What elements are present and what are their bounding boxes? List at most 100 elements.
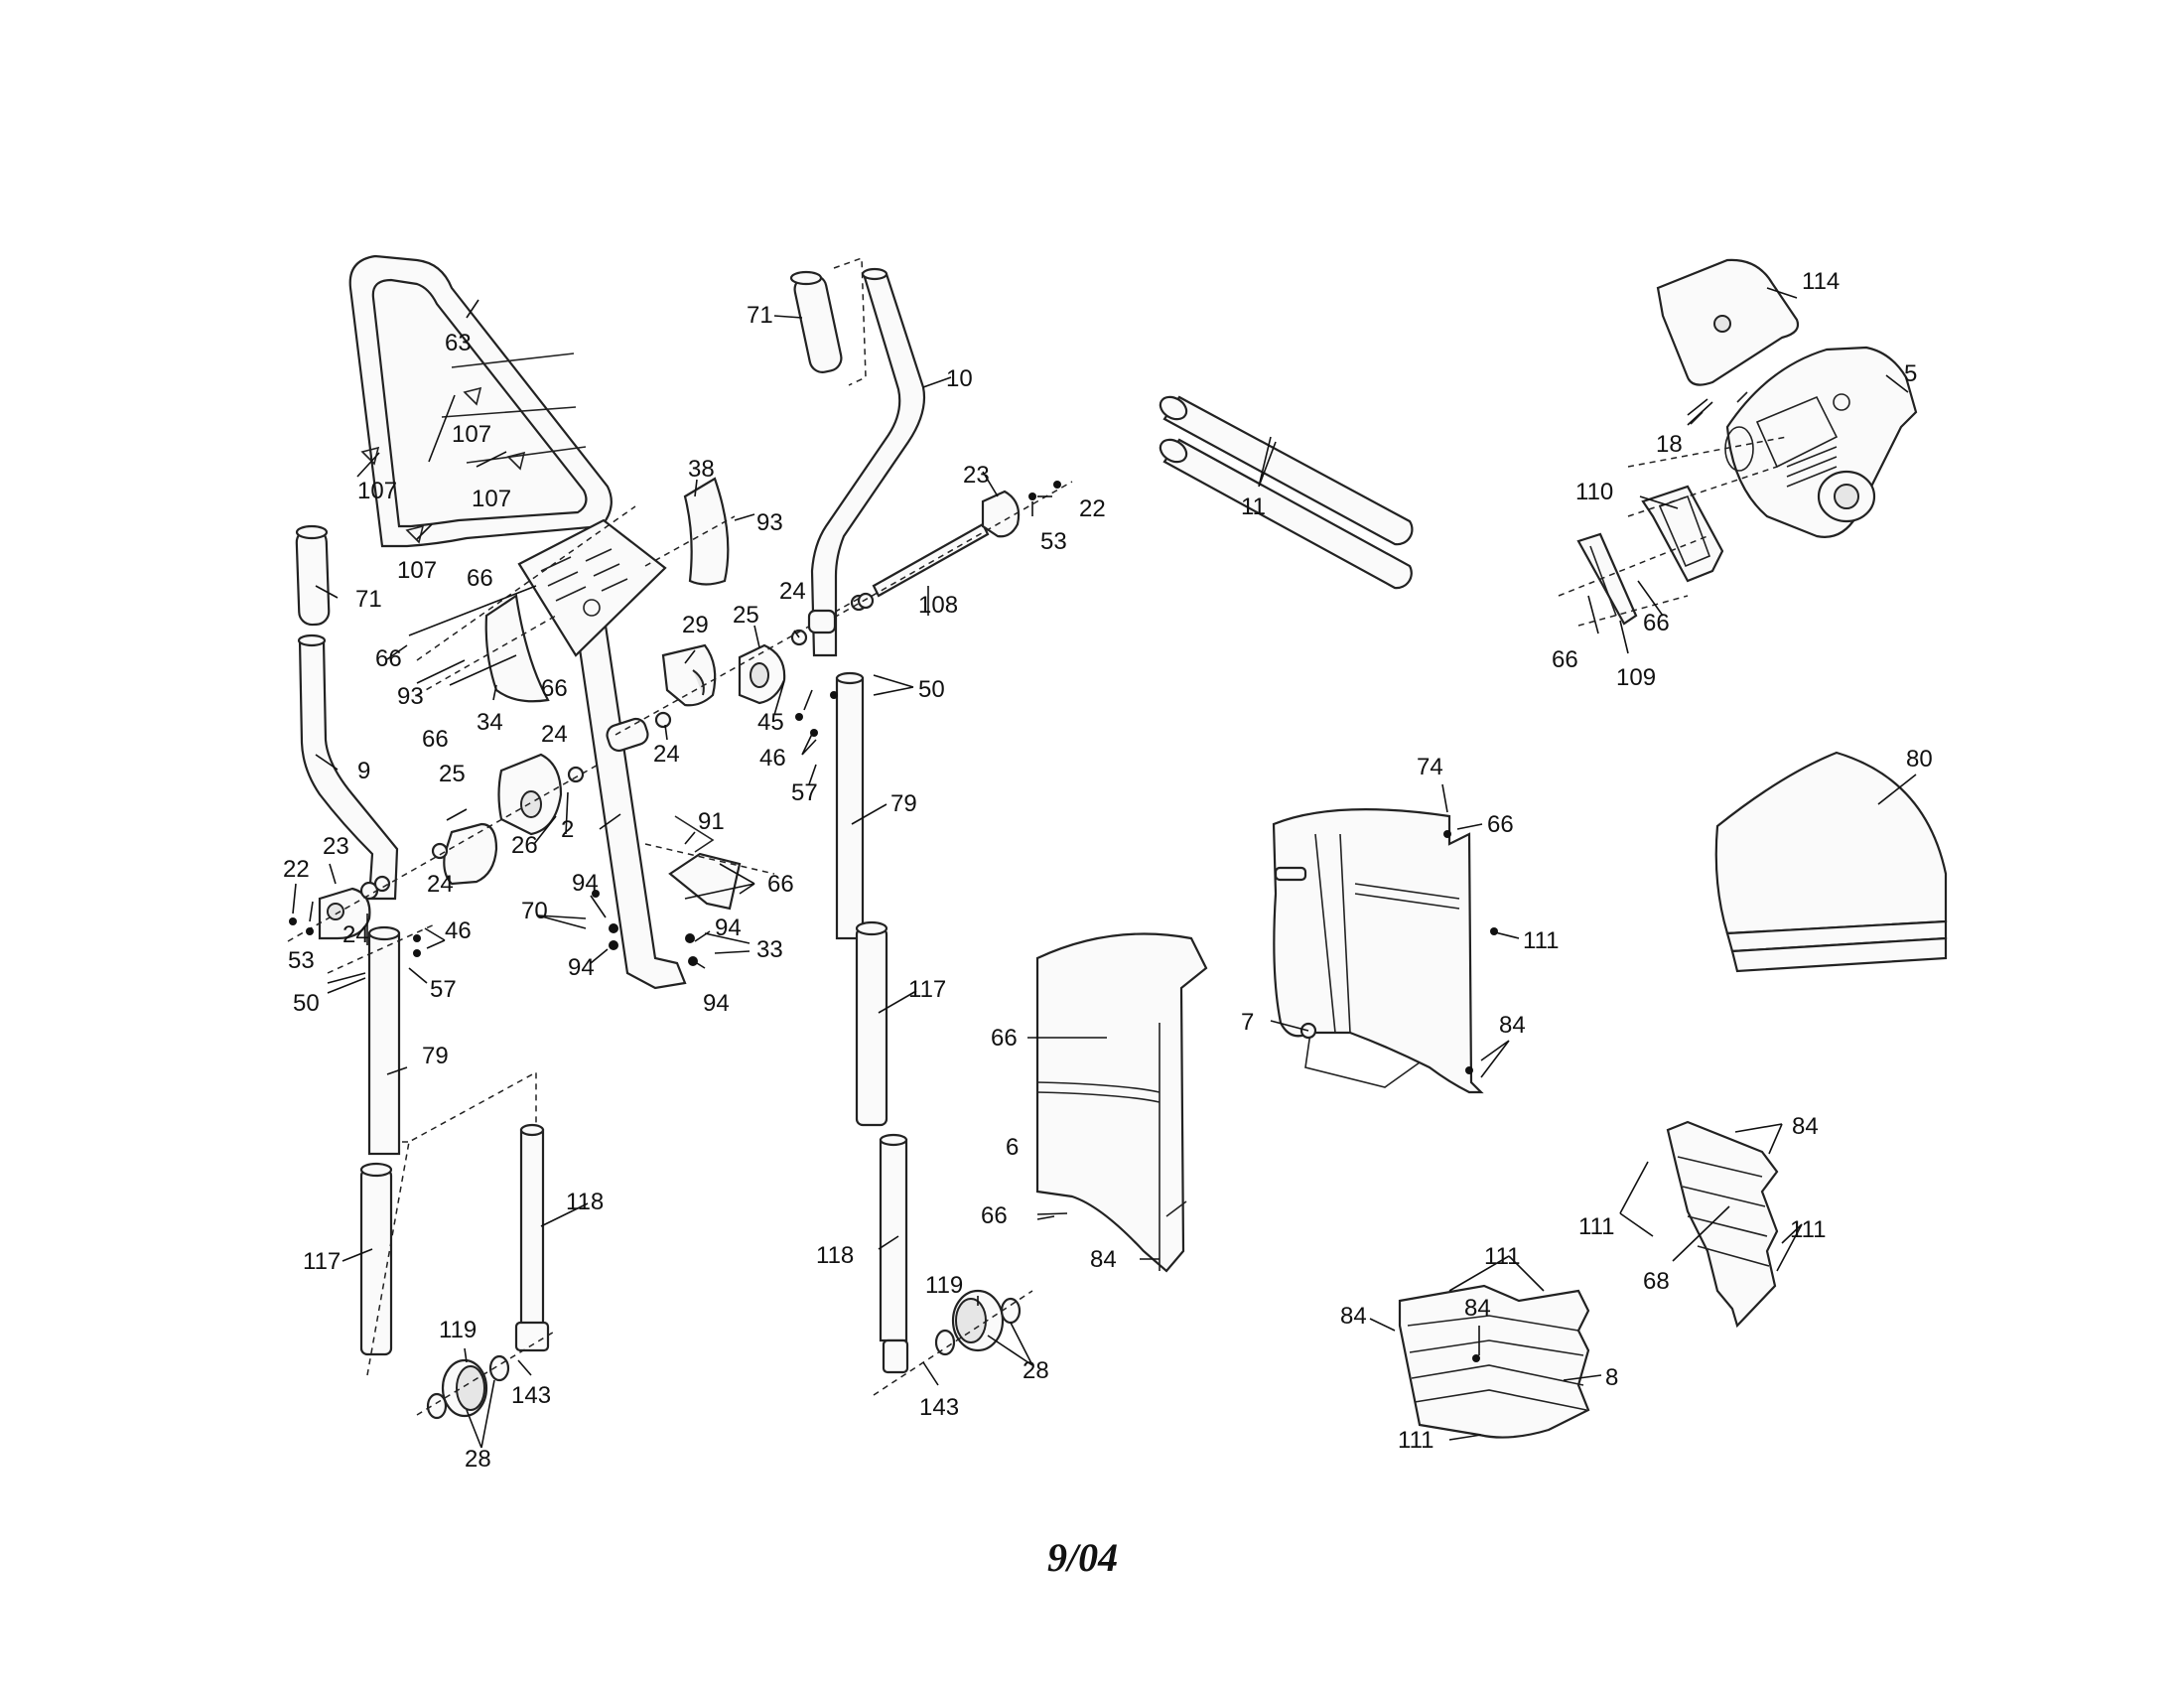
part-label: 93 [397, 683, 424, 710]
part-label: 84 [1792, 1113, 1819, 1140]
tube-117-right [855, 920, 888, 1127]
console-114 [1656, 258, 1800, 386]
part-label: 111 [1578, 1213, 1614, 1240]
part-label: 117 [908, 976, 946, 1003]
part-label: 10 [946, 365, 973, 392]
lower-arm-79-left [367, 925, 401, 1156]
part-label: 119 [925, 1272, 963, 1299]
part-label: 118 [816, 1242, 854, 1269]
part-label: 7 [1241, 1009, 1254, 1036]
part-label: 38 [688, 456, 715, 483]
part-label: 63 [445, 330, 472, 356]
bracket-109 [1558, 532, 1708, 627]
part-label: 111 [1484, 1243, 1520, 1270]
part-label: 70 [521, 898, 548, 924]
part-label: 5 [1904, 360, 1917, 387]
part-label: 111 [1398, 1427, 1433, 1454]
part-label: 84 [1090, 1246, 1117, 1273]
part-label: 84 [1499, 1012, 1526, 1039]
axle-108 [833, 481, 1073, 619]
part-label: 143 [511, 1382, 551, 1409]
part-label: 28 [465, 1446, 491, 1473]
part-label: 108 [918, 592, 958, 619]
tube-117-left [359, 1162, 393, 1356]
wheel-119-left [426, 1354, 510, 1420]
part-label: 118 [566, 1189, 604, 1215]
part-label: 24 [653, 741, 680, 768]
part-label: 53 [1040, 528, 1067, 555]
part-label: 50 [293, 990, 320, 1017]
bracket-91 [644, 815, 775, 911]
part-label: 93 [756, 509, 783, 536]
part-label: 107 [397, 557, 437, 584]
part-label: 23 [323, 833, 349, 860]
part-label: 29 [682, 612, 709, 638]
upper-arm-9 [297, 633, 399, 901]
tube-118-left [514, 1123, 550, 1352]
part-label: 57 [430, 976, 457, 1003]
part-label: 109 [1616, 664, 1656, 691]
part-label: 111 [1523, 927, 1559, 954]
fastener-dots [289, 691, 1498, 1074]
shroud-6 [1035, 932, 1208, 1273]
part-label: 84 [1340, 1303, 1367, 1330]
part-label: 114 [1802, 268, 1840, 295]
part-label: 22 [283, 856, 310, 883]
part-label: 28 [1023, 1357, 1049, 1384]
frame-2 [576, 624, 687, 990]
part-label: 94 [568, 954, 595, 981]
part-label: 94 [703, 990, 730, 1017]
part-label: 45 [757, 709, 784, 736]
part-label: 79 [890, 790, 917, 817]
leader-lines [292, 287, 1917, 1449]
part-label: 46 [759, 745, 786, 772]
hood-80 [1714, 751, 1948, 973]
part-label: 94 [715, 915, 742, 941]
part-label: 74 [1417, 754, 1443, 780]
part-label: 119 [439, 1317, 477, 1343]
part-label: 24 [342, 921, 369, 948]
part-label: 53 [288, 947, 315, 974]
part-label: 66 [1643, 610, 1670, 636]
part-label: 24 [541, 721, 568, 748]
part-label: 24 [427, 871, 454, 898]
part-label: 33 [756, 936, 783, 963]
bracket-110 [1627, 436, 1788, 583]
shroud-7 [1272, 808, 1484, 1094]
part-label: 66 [467, 565, 493, 592]
part-label: 84 [1464, 1295, 1491, 1322]
part-label: 18 [1656, 431, 1683, 458]
part-label: 34 [477, 709, 503, 736]
part-label: 8 [1605, 1364, 1618, 1391]
part-label: 50 [918, 676, 945, 703]
part-label: 25 [733, 602, 759, 629]
part-label: 66 [981, 1202, 1008, 1229]
part-label: 68 [1643, 1268, 1670, 1295]
part-label: 143 [919, 1394, 959, 1421]
part-label: 111 [1790, 1216, 1826, 1243]
part-label: 71 [355, 586, 382, 613]
part-label: 117 [303, 1248, 341, 1275]
part-label: 80 [1906, 746, 1933, 773]
part-label: 66 [991, 1025, 1018, 1052]
part-label: 107 [357, 478, 397, 504]
pivot-left-parts [287, 753, 616, 974]
console-5 [1724, 346, 1918, 538]
shroud-68 [1666, 1120, 1779, 1329]
mount-plate [517, 518, 667, 657]
part-label: 25 [439, 761, 466, 787]
handlebar-63 [348, 254, 613, 548]
tubes-11 [1159, 395, 1414, 590]
callout-labels: 63 107 107 107 107 71 9 66 66 93 66 66 3… [283, 268, 1933, 1473]
part-label: 107 [452, 421, 491, 448]
lower-arm-79-right [835, 671, 865, 940]
part-label: 66 [375, 645, 402, 672]
part-label: 71 [747, 302, 773, 329]
part-label: 94 [572, 870, 599, 897]
part-label: 2 [561, 816, 574, 843]
part-label: 23 [963, 462, 990, 489]
part-label: 79 [422, 1043, 449, 1069]
part-label: 107 [472, 486, 511, 512]
part-label: 6 [1006, 1134, 1019, 1161]
